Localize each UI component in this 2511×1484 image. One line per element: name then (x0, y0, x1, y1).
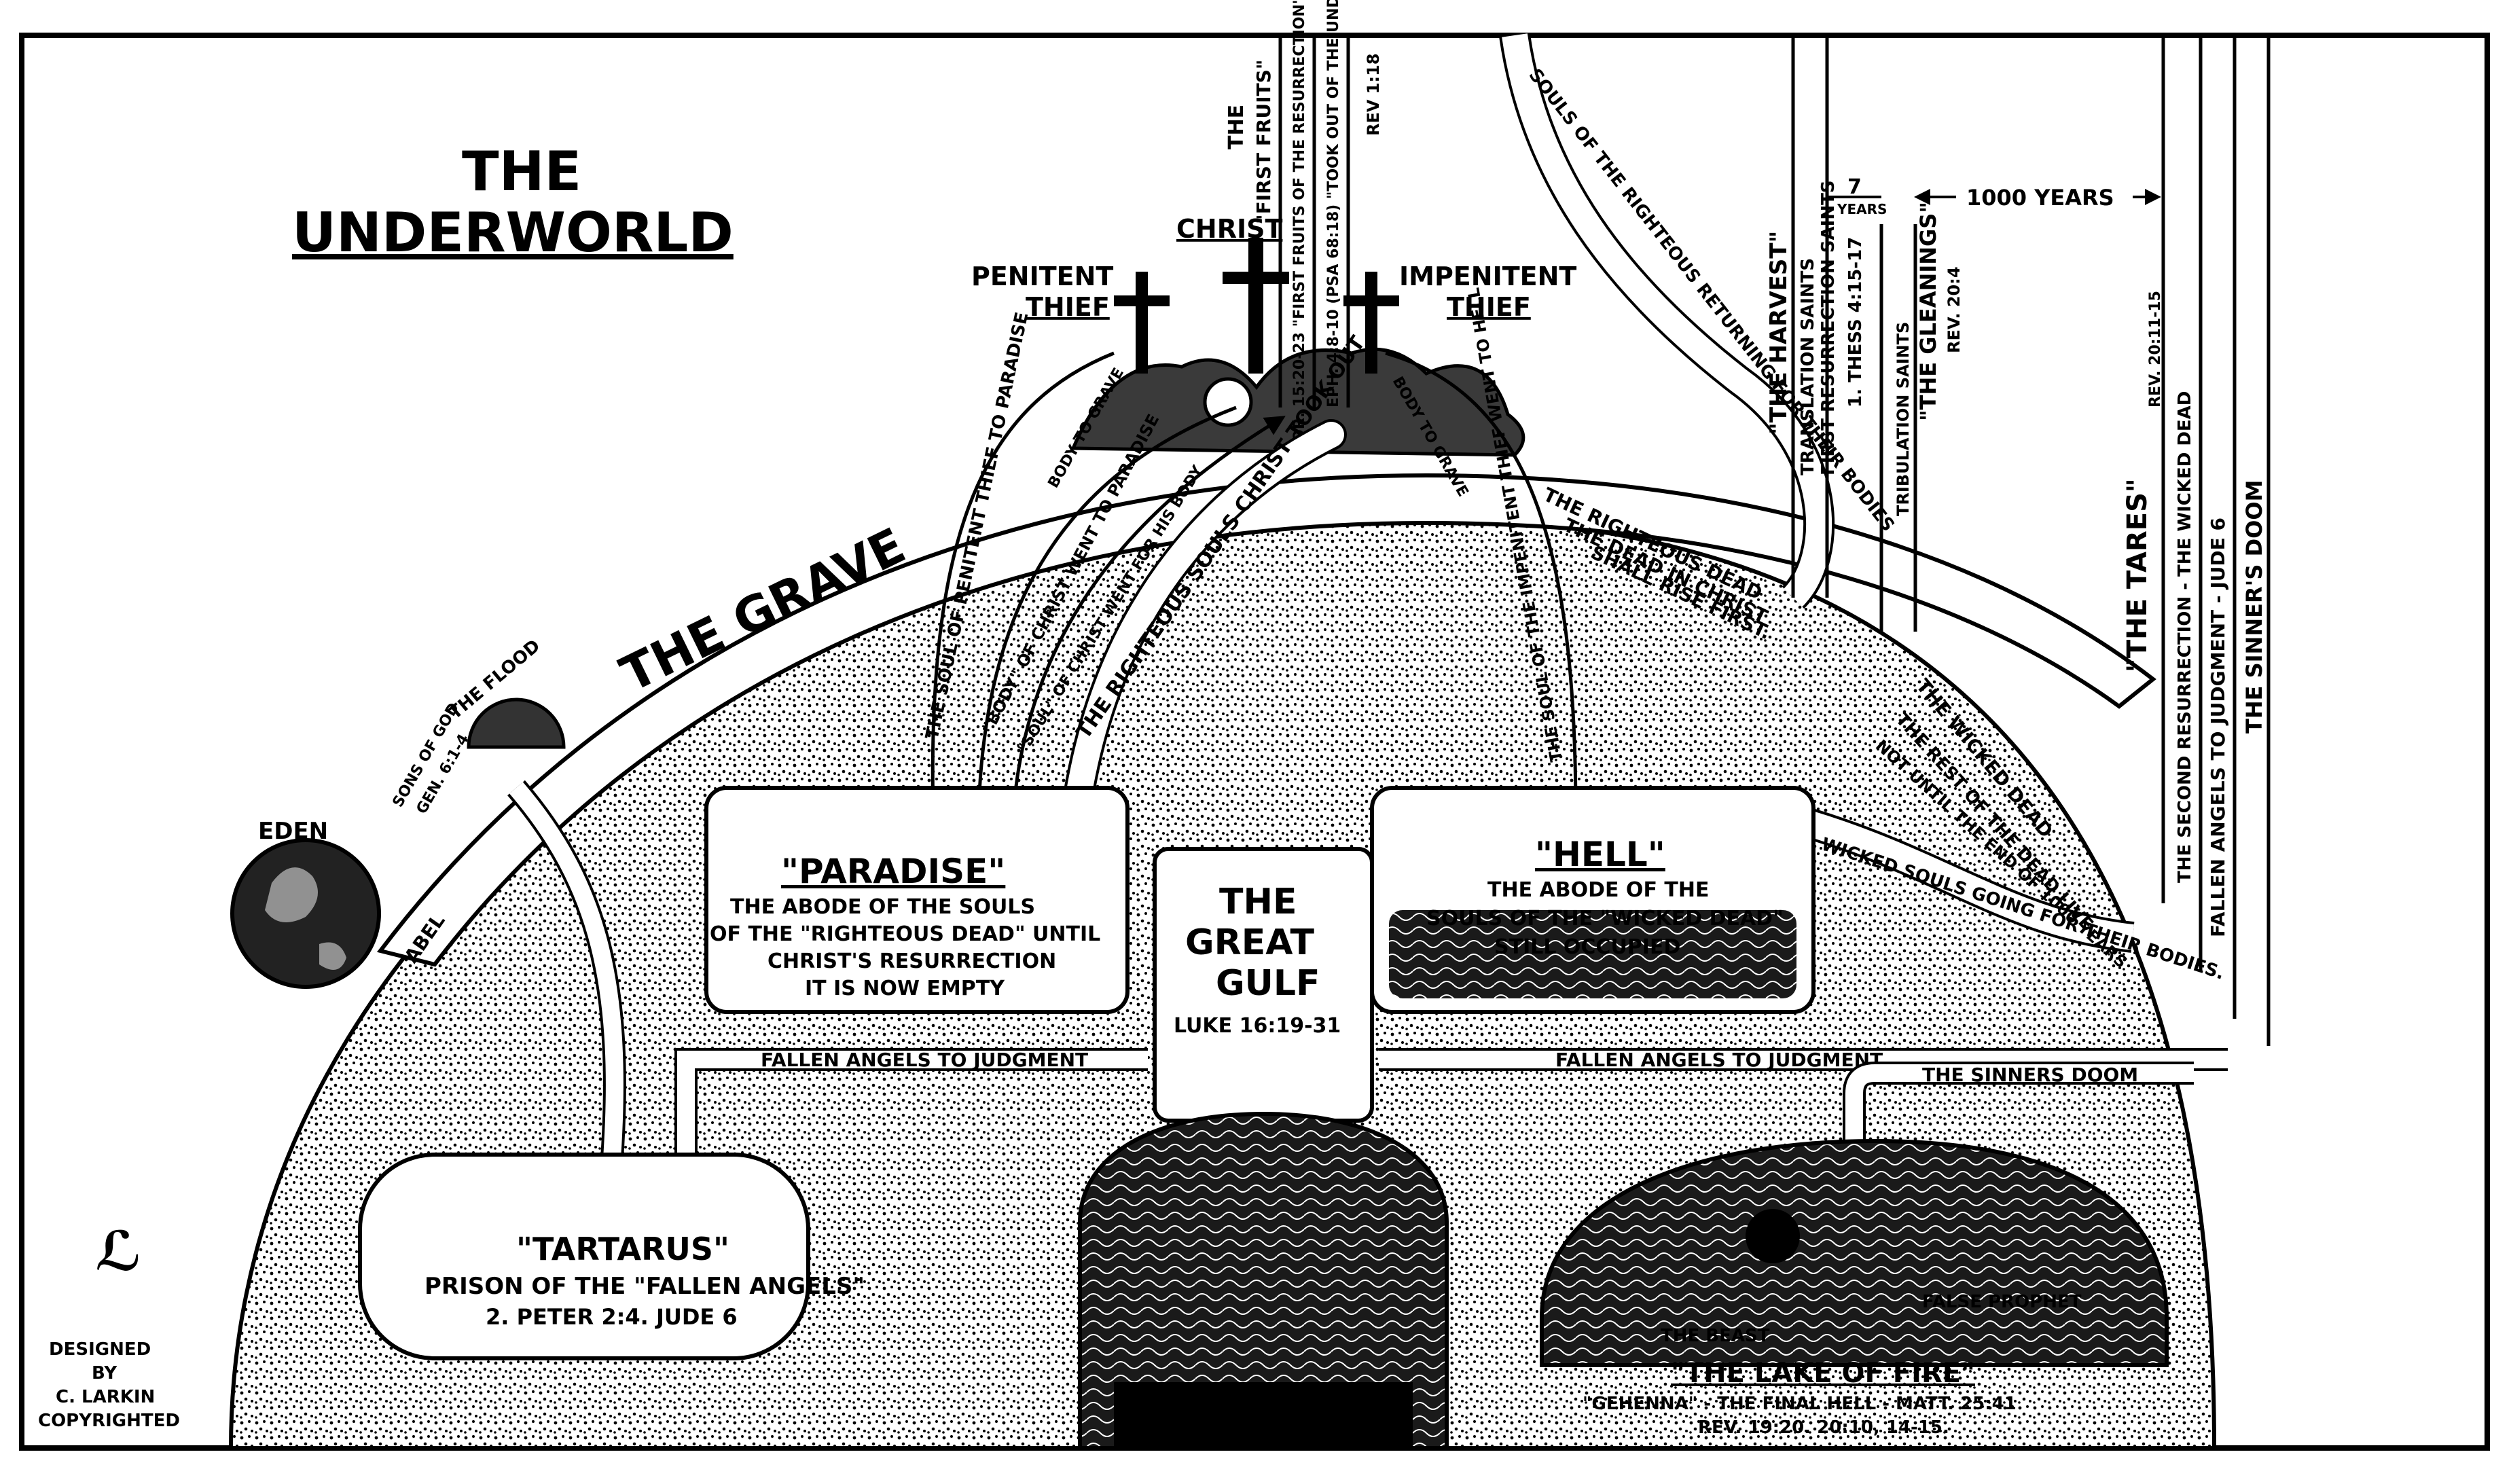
paradise-line1: THE ABODE OF THE SOULS (730, 895, 1035, 919)
path-impenitent-to-hell (1385, 351, 1586, 825)
rev-ref: REV 1:18 (1364, 54, 1383, 137)
gulf-line3: GULF (1216, 963, 1320, 1004)
tares-ref: REV. 20:11-15 (2147, 291, 2164, 408)
lake-title: "THE LAKE OF FIRE" (1671, 1358, 1975, 1389)
gulf-line2: GREAT (1185, 922, 1314, 963)
eden-continents (265, 867, 346, 970)
hell-line3: STILL OCCUPIED (1494, 935, 1680, 959)
gleanings-ref: REV. 20:4 (1945, 266, 1964, 353)
hell-flames (1389, 910, 1796, 998)
thousand-years-label: 1000 YEARS (1966, 185, 2114, 211)
seven-label: 7 (1847, 175, 1862, 199)
paradise-line4: IT IS NOW EMPTY (805, 977, 1005, 1000)
sinners-doom-vertical: THE SINNER'S DOOM (2241, 480, 2267, 734)
harvest-column (1791, 35, 1829, 598)
years-label: YEARS (1837, 201, 1887, 217)
abyss-line2: BOTTOMLESS PIT (1124, 1415, 1388, 1447)
credit-line3: C. LARKIN (56, 1387, 155, 1407)
title-line1: THE (462, 140, 581, 203)
credit-line2: BY (92, 1363, 118, 1383)
christ-label: CHRIST (1176, 214, 1282, 244)
path-righteous-souls-inner (1067, 422, 1344, 801)
gleanings-column (1879, 224, 1917, 632)
false-prophet-label: FALSE PROPHET (1922, 1292, 2082, 1312)
first-fruits-ref: 1 COR. 15:20-23 "FIRST FRUITS OF THE RES… (1291, 0, 1308, 469)
abyss-shape (1078, 1111, 1449, 1450)
title-line2: UNDERWORLD (292, 201, 734, 264)
gulf-line1: THE (1219, 882, 1297, 922)
tartarus-box (358, 1153, 810, 1360)
impenitent-thief-line2: THIEF (1447, 292, 1531, 322)
flood-arc (467, 698, 566, 749)
first-fruits-line2: "FIRST FRUITS" (1252, 60, 1275, 224)
tares-label: "THE TARES" (2122, 478, 2153, 672)
beast-figure (1746, 1209, 1800, 1263)
path-christ-soul (1010, 416, 1286, 836)
path-penitent-to-paradise (923, 351, 1115, 852)
thousand-years-bg (1956, 183, 2133, 211)
first-fruits-line1: THE (1225, 105, 1248, 149)
abyss-line1: ABYSS (1216, 1385, 1314, 1416)
fallen-angels-right-label: FALLEN ANGELS TO JUDGMENT (1555, 1049, 1883, 1071)
grave-band (376, 473, 2156, 967)
tomb-stone (1203, 377, 1253, 427)
gulf-ref: LUKE 16:19-31 (1174, 1014, 1341, 1038)
monogram-logo: ℒ (95, 1220, 142, 1283)
hell-title: "HELL" (1535, 835, 1665, 874)
underworld-ref: EPH. 4:8-10 (PSA 68:18) "TOOK OUT OF THE… (1325, 0, 1342, 408)
path-christ-to-paradise (968, 405, 1237, 852)
hell-line2: SOULS OF THE "WICKED DEAD" (1426, 907, 1784, 930)
lake-line1: "GEHENNA" - THE FINAL HELL - MATT. 25:41 (1583, 1394, 2017, 1414)
harvest-label: "THE HARVEST" (1765, 231, 1792, 435)
abyss-label-bg (1114, 1382, 1413, 1447)
thess-label: 1. THESS 4:15-17 (1845, 237, 1866, 408)
cross-christ (1223, 238, 1289, 374)
credit-line1: DESIGNED (49, 1339, 151, 1360)
paradise-box (704, 786, 1130, 1014)
cross-penitent (1114, 272, 1170, 374)
first-resurrection-label: FIRST RESURRECTION SAINTS (1818, 180, 1839, 475)
second-resurrection-label: THE SECOND RESURRECTION - THE WICKED DEA… (2175, 391, 2195, 883)
cross-impenitent (1343, 272, 1399, 374)
tartarus-title: "TARTARUS" (516, 1231, 729, 1267)
beast-label: THE BEAST (1661, 1326, 1770, 1346)
tartarus-line1: PRISON OF THE "FALLEN ANGELS" (424, 1273, 865, 1300)
penitent-thief-line2: THIEF (1026, 292, 1110, 322)
christ-column (1278, 35, 1350, 408)
impenitent-thief-line1: IMPENITENT (1399, 261, 1576, 291)
lake-of-fire-shape (1540, 1138, 2169, 1367)
fallen-to-judgment-label: FALLEN ANGELS TO JUDGMENT - JUDE 6 (2207, 518, 2229, 937)
hell-line1: THE ABODE OF THE (1487, 878, 1709, 902)
paradise-line2: OF THE "RIGHTEOUS DEAD" UNTIL (710, 922, 1100, 946)
eden-label: EDEN (258, 818, 328, 845)
fallen-angels-left-label: FALLEN ANGELS TO JUDGMENT (761, 1049, 1088, 1071)
translation-saints-label: TRANSLATION SAINTS (1798, 258, 1818, 475)
paradise-title: "PARADISE" (781, 852, 1005, 891)
sinners-doom-horizontal-label: THE SINNERS DOOM (1922, 1064, 2138, 1086)
credit-line4: COPYRIGHTED (38, 1411, 180, 1431)
lake-line2: REV. 19:20. 20:10, 14-15. (1698, 1417, 1949, 1438)
tartarus-line2: 2. PETER 2:4. JUDE 6 (486, 1304, 738, 1330)
gleanings-label: "THE GLEANINGS" (1915, 202, 1941, 421)
penitent-thief-line1: PENITENT (971, 261, 1113, 291)
tares-column (2161, 35, 2271, 1046)
paradise-line3: CHRIST'S RESURRECTION (767, 949, 1056, 973)
tribulation-label: TRIBULATION SAINTS (1894, 322, 1913, 516)
